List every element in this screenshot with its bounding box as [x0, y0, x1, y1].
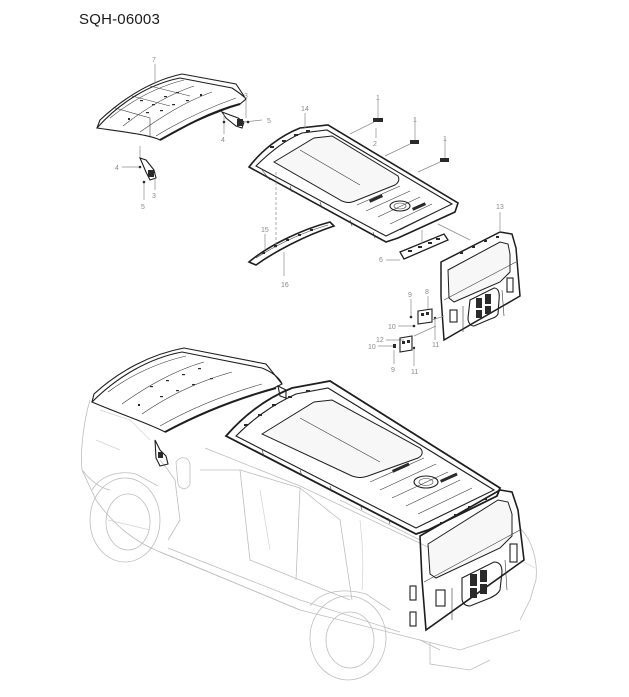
callout-1a: 1	[376, 95, 380, 102]
callout-13: 13	[496, 204, 504, 211]
callout-1c: 1	[443, 136, 447, 143]
callout-11-upper: 11	[432, 342, 439, 349]
callout-6: 6	[379, 257, 383, 264]
callout-14: 14	[301, 106, 309, 113]
callout-5-right: 5	[267, 118, 271, 125]
tailgate-hinges[interactable]	[378, 296, 445, 366]
callout-10-lower: 10	[368, 344, 376, 351]
callout-2: 2	[373, 141, 377, 148]
front-roof-panel[interactable]	[95, 64, 247, 141]
roof-bracket-left[interactable]	[122, 146, 157, 200]
front-header-rail[interactable]	[247, 172, 336, 276]
roof-bracket-right[interactable]	[220, 100, 263, 134]
callout-12: 12	[376, 337, 384, 344]
sunroof-roof-frame[interactable]	[247, 113, 459, 243]
rear-header-reinforcement[interactable]	[386, 223, 471, 261]
callout-4-right: 4	[221, 137, 225, 144]
callout-8: 8	[425, 289, 429, 296]
callout-10-upper: 10	[388, 324, 396, 331]
callout-15: 15	[261, 227, 269, 234]
callout-11-lower: 11	[411, 369, 418, 376]
diagram-title: SQH-06003	[79, 11, 161, 28]
callout-5-left: 5	[141, 204, 145, 211]
vehicle-assembly-view	[81, 347, 537, 681]
callout-3-right: 3	[244, 93, 248, 100]
callout-9-lower: 9	[391, 367, 395, 374]
callout-1b: 1	[413, 117, 417, 124]
roof-clips[interactable]	[349, 99, 449, 173]
callout-4-left: 4	[115, 165, 119, 172]
callout-3-left: 3	[152, 193, 156, 200]
callout-9-upper: 9	[408, 292, 412, 299]
tailgate[interactable]	[440, 212, 521, 342]
callout-7: 7	[152, 57, 156, 64]
callout-16: 16	[281, 282, 289, 289]
